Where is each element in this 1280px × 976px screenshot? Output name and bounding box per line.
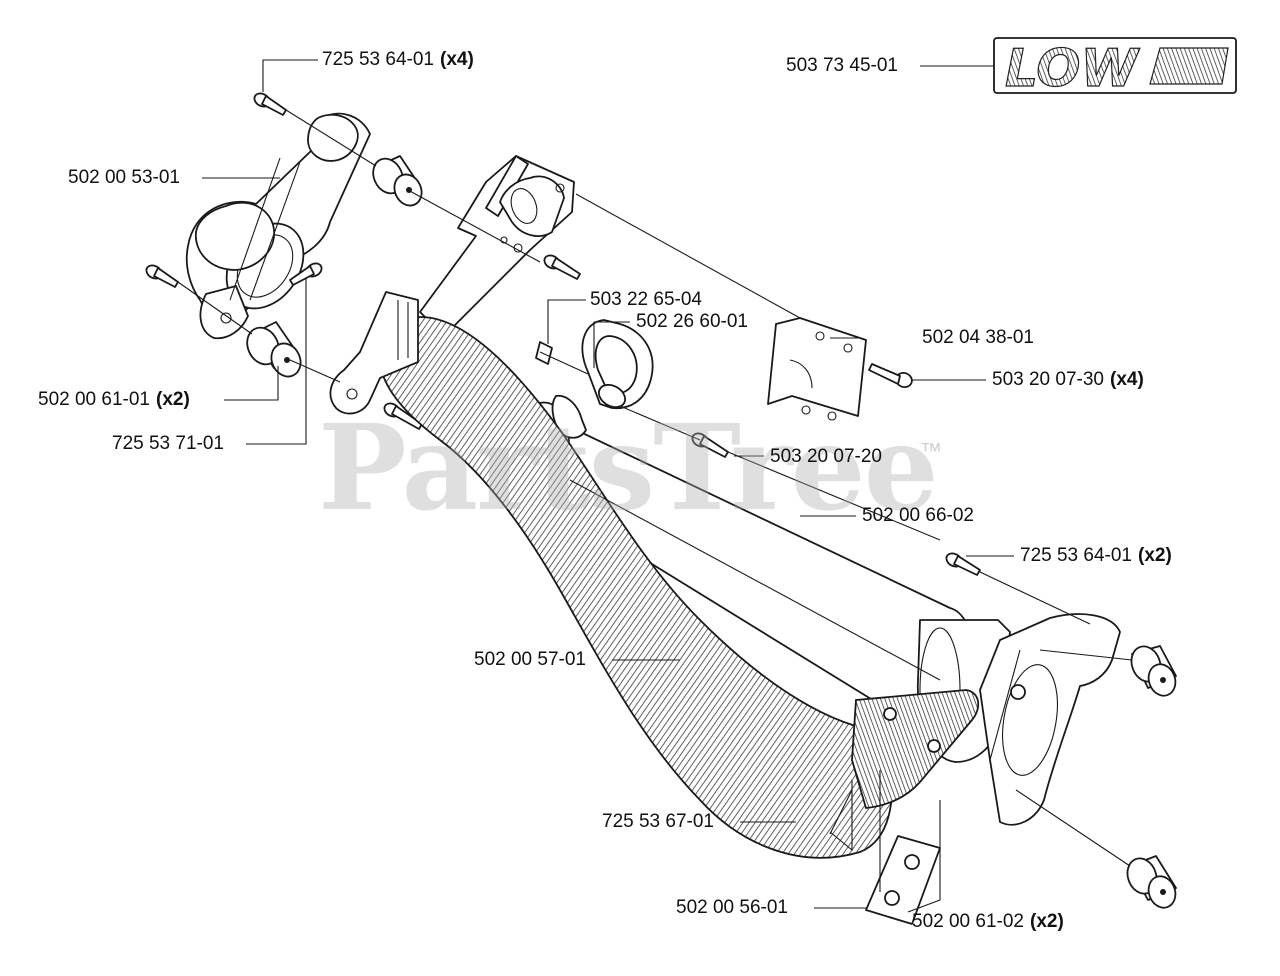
decal-text: LOW xyxy=(1005,39,1140,99)
watermark: PartsTree xyxy=(318,398,939,537)
flex-tube-502-00-57-01 xyxy=(378,316,893,859)
clamp-502-04-38-01 xyxy=(767,317,867,421)
part-number: 503 22 65-04 xyxy=(590,289,702,310)
part-number: 503 20 07-30 xyxy=(992,369,1104,390)
label-503-73-45-01[interactable]: 503 73 45-01 xyxy=(786,55,898,77)
label-725-53-64-01-x4[interactable]: 725 53 64-01 (x4) xyxy=(322,49,474,71)
part-number: 503 20 07-20 xyxy=(770,446,882,467)
d-ring-502-26-60-01 xyxy=(581,319,654,410)
label-502-00-66-02[interactable]: 502 00 66-02 xyxy=(862,505,974,527)
label-503-22-65-04[interactable]: 503 22 65-04 xyxy=(590,289,702,311)
upper-handle-bracket xyxy=(185,112,371,340)
screw-503-20-07-20 xyxy=(691,432,729,458)
spacer-502-00-61-01 xyxy=(246,321,302,378)
screw-center-bracket xyxy=(543,254,581,280)
screw-503-20-07-30 xyxy=(868,363,913,389)
part-number: 725 53 64-01 xyxy=(322,49,434,70)
label-502-04-38-01[interactable]: 502 04 38-01 xyxy=(922,327,1034,349)
label-502-26-60-01[interactable]: 502 26 60-01 xyxy=(636,311,748,333)
spacer-502-00-61-02 xyxy=(1126,855,1177,909)
part-qty: (x4) xyxy=(1110,369,1144,390)
part-number: 502 00 53-01 xyxy=(68,167,180,188)
left-tube-bracket xyxy=(329,291,419,415)
screw-top-left xyxy=(253,92,287,116)
label-502-00-61-02-x2[interactable]: 502 00 61-02 (x2) xyxy=(912,911,1064,933)
part-number: 502 26 60-01 xyxy=(636,311,748,332)
part-qty: (x2) xyxy=(1138,545,1172,566)
label-725-53-71-01[interactable]: 725 53 71-01 xyxy=(112,433,224,455)
screw-725-53-71-01 xyxy=(289,262,323,286)
part-number: 502 00 66-02 xyxy=(862,505,974,526)
label-502-00-53-01[interactable]: 502 00 53-01 xyxy=(68,167,180,189)
part-number: 502 00 56-01 xyxy=(676,897,788,918)
label-503-20-07-30-x4[interactable]: 503 20 07-30 (x4) xyxy=(992,369,1144,391)
screw-lower-left xyxy=(383,402,423,430)
part-number: 502 04 38-01 xyxy=(922,327,1034,348)
label-503-20-07-20[interactable]: 503 20 07-20 xyxy=(770,446,882,468)
part-number: 503 73 45-01 xyxy=(786,55,898,76)
screw-725-53-64-01-right xyxy=(945,552,981,576)
spacer-top xyxy=(372,155,423,207)
part-number: 725 53 64-01 xyxy=(1020,545,1132,566)
part-number: 502 00 57-01 xyxy=(474,649,586,670)
plate-502-00-56-01 xyxy=(865,835,941,925)
clip-503-22-65-04 xyxy=(535,341,553,365)
label-725-53-64-01-x2[interactable]: 725 53 64-01 (x2) xyxy=(1020,545,1172,567)
label-502-00-61-01-x2[interactable]: 502 00 61-01 (x2) xyxy=(38,389,190,411)
part-qty: (x2) xyxy=(1030,911,1064,932)
part-number: 725 53 67-01 xyxy=(602,811,714,832)
label-502-00-56-01[interactable]: 502 00 56-01 xyxy=(676,897,788,919)
leader-lines xyxy=(202,59,1014,913)
assembly-lines xyxy=(177,109,1133,867)
part-number: 502 00 61-02 xyxy=(912,911,1024,932)
spacer-right-upper xyxy=(1130,645,1177,697)
center-mounting-bracket xyxy=(419,155,575,331)
part-number: 725 53 71-01 xyxy=(112,433,224,454)
lower-bracket-plate xyxy=(851,689,980,809)
label-502-00-57-01[interactable]: 502 00 57-01 xyxy=(474,649,586,671)
part-number: 502 00 61-01 xyxy=(38,389,150,410)
decal-low: LOW xyxy=(993,37,1237,100)
label-725-53-67-01[interactable]: 725 53 67-01 xyxy=(602,811,714,833)
screw-mid-left xyxy=(145,264,179,288)
part-qty: (x2) xyxy=(156,389,190,410)
part-qty: (x4) xyxy=(440,49,474,70)
end-housing xyxy=(979,613,1121,826)
trademark-symbol: ™ xyxy=(920,438,942,463)
